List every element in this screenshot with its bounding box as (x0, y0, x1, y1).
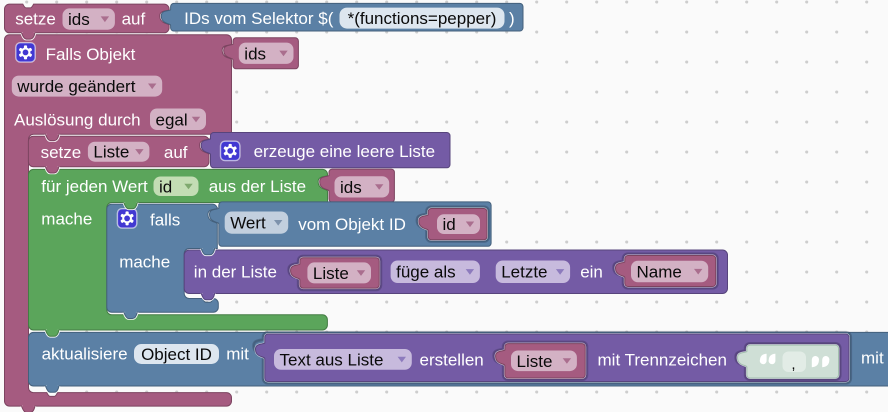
svg-text:Liste: Liste (93, 143, 129, 162)
svg-text:mit: mit (226, 345, 249, 364)
svg-text:Falls Objekt: Falls Objekt (46, 45, 136, 64)
svg-text:id: id (443, 215, 456, 234)
svg-text:auf: auf (164, 143, 188, 162)
svg-text:füge als: füge als (396, 263, 456, 282)
svg-text:falls: falls (150, 211, 180, 230)
svg-text:Text aus Liste: Text aus Liste (280, 350, 384, 369)
svg-text:ein: ein (580, 263, 603, 282)
svg-text:mit Trennzeichen: mit Trennzeichen (598, 350, 727, 369)
svg-text:Wert: Wert (230, 214, 266, 233)
svg-text:ids: ids (68, 10, 90, 29)
svg-text:): ) (509, 9, 515, 28)
svg-text:Auslösung durch: Auslösung durch (14, 111, 141, 130)
svg-text:Liste: Liste (313, 264, 349, 283)
svg-text:,: , (791, 356, 795, 373)
svg-text:IDs vom Selektor $(: IDs vom Selektor $( (184, 9, 334, 28)
svg-text:ids: ids (340, 178, 362, 197)
svg-text:wurde geändert: wurde geändert (16, 77, 135, 96)
svg-text:Liste: Liste (517, 352, 553, 371)
svg-text:mache: mache (41, 209, 92, 228)
svg-text:erstellen: erstellen (420, 350, 484, 369)
svg-text:Object ID: Object ID (141, 345, 212, 364)
svg-text:aktualisiere: aktualisiere (42, 345, 128, 364)
svg-text:setze: setze (15, 10, 56, 29)
svg-text:mache: mache (119, 253, 170, 272)
svg-text:aus der Liste: aus der Liste (209, 177, 306, 196)
svg-text:in der Liste: in der Liste (194, 263, 277, 282)
svg-text:setze: setze (41, 143, 82, 162)
svg-text:mit: mit (861, 348, 884, 367)
svg-text:id: id (159, 177, 172, 196)
svg-text:ids: ids (244, 44, 266, 63)
svg-text:auf: auf (122, 10, 146, 29)
svg-text:*(functions=pepper): *(functions=pepper) (348, 9, 497, 28)
svg-text:Letzte: Letzte (501, 263, 547, 282)
svg-text:erzeuge eine leere Liste: erzeuge eine leere Liste (254, 142, 435, 161)
svg-text:Name: Name (637, 263, 682, 282)
svg-text:vom Objekt ID: vom Objekt ID (298, 215, 406, 234)
svg-text:für jeden Wert: für jeden Wert (41, 177, 148, 196)
svg-text:egal: egal (156, 110, 188, 129)
